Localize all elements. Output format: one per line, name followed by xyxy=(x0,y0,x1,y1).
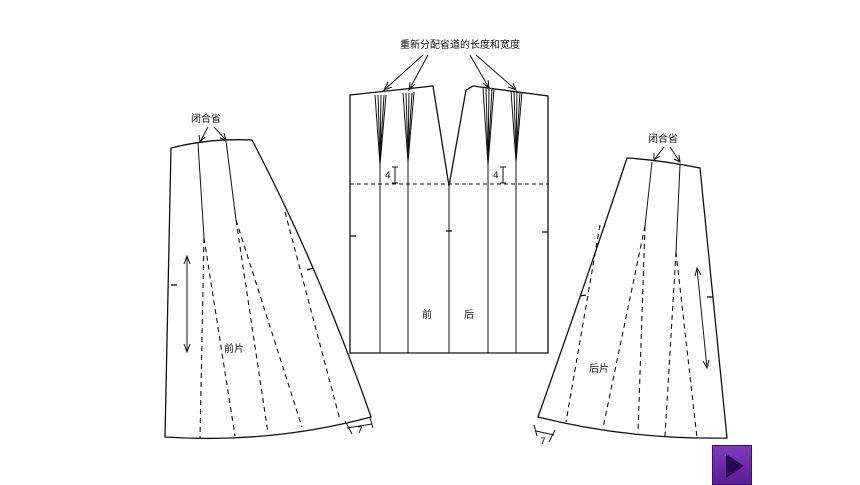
back-flared-panel: 后片 7 xyxy=(533,157,728,447)
back-panel-outline xyxy=(537,157,728,439)
close-dart-left-arrows xyxy=(198,126,227,144)
back-notch-left xyxy=(579,294,587,297)
front-slash-line-2 xyxy=(203,237,236,437)
back-dart-1 xyxy=(482,87,495,166)
front-panel-label: 前片 xyxy=(224,342,244,355)
dim-4-right: 4 xyxy=(493,171,499,181)
back-slash-line-1 xyxy=(565,224,601,423)
dim-4-left: 4 xyxy=(385,171,391,181)
back-slash-line-3 xyxy=(637,225,646,434)
play-triangle-icon xyxy=(726,454,744,478)
back-closed-dart-1 xyxy=(644,161,653,227)
back-panel-label: 后片 xyxy=(589,362,609,375)
top-annotation: 重新分配省道的长度和宽度 xyxy=(400,38,520,51)
dim-4-right-mark xyxy=(500,166,506,184)
back-slash-line-5 xyxy=(675,251,698,439)
annotation-arrows xyxy=(382,54,517,92)
back-closed-dart-2 xyxy=(675,164,681,253)
front-closed-dart-1 xyxy=(197,142,205,239)
front-slash-line-3 xyxy=(235,219,269,434)
center-block-outline xyxy=(349,85,549,354)
front-closed-dart-2 xyxy=(225,140,237,221)
front-slash-line-1 xyxy=(199,237,205,439)
front-panel-outline xyxy=(164,139,372,440)
front-grain-line xyxy=(183,254,191,354)
close-dart-right-arrows xyxy=(653,146,681,163)
front-slash-line-5 xyxy=(284,211,341,421)
back-slash-line-4 xyxy=(664,251,677,437)
dim-7-left-mark xyxy=(344,417,374,435)
back-slash-line-2 xyxy=(602,225,646,429)
front-flared-panel: 前片 7 xyxy=(164,139,374,440)
front-notch-right xyxy=(306,267,314,271)
center-skirt-block: 4 4 前 后 xyxy=(349,85,549,354)
front-slash-line-4 xyxy=(235,219,303,428)
dim-7-right-mark xyxy=(533,424,556,443)
front-dart-2 xyxy=(402,91,415,163)
front-dart-1 xyxy=(374,94,387,166)
close-dart-right-label: 闭合省 xyxy=(648,132,678,145)
dim-4-left-mark xyxy=(392,166,398,184)
dim-7-left: 7 xyxy=(357,426,363,436)
back-label: 后 xyxy=(464,309,474,321)
back-grain-line xyxy=(694,266,710,370)
dim-7-right: 7 xyxy=(540,437,546,447)
front-label: 前 xyxy=(422,308,432,321)
next-slide-button[interactable] xyxy=(712,445,752,485)
close-dart-left-label: 闭合省 xyxy=(191,112,221,125)
back-dart-2 xyxy=(510,90,523,163)
